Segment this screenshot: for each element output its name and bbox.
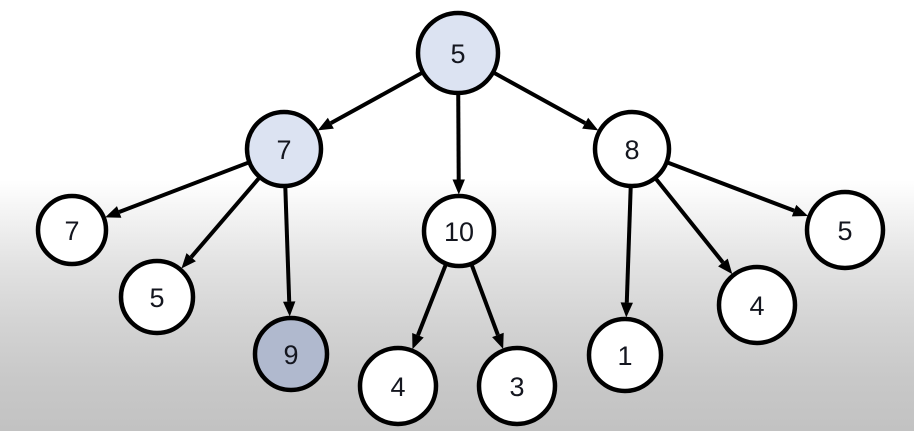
edge-line (329, 71, 424, 125)
node-circle[interactable] (35, 193, 109, 267)
tree-node[interactable]: 5 (804, 189, 886, 271)
tree-edge (666, 160, 809, 217)
node-circle[interactable] (592, 109, 672, 189)
tree-edge (469, 264, 504, 350)
node-circle[interactable] (357, 345, 439, 427)
node-circle[interactable] (804, 189, 886, 271)
tree-node[interactable]: 8 (592, 109, 672, 189)
tree-node[interactable]: 9 (252, 315, 330, 393)
node-circle[interactable] (716, 264, 798, 346)
node-circle[interactable] (252, 315, 330, 393)
tree-edge (105, 160, 250, 218)
tree-edge (620, 186, 633, 318)
node-circle[interactable] (118, 258, 196, 336)
node-circle[interactable] (244, 109, 324, 189)
arrow-head-icon (283, 301, 296, 317)
tree-edge (492, 71, 599, 131)
edge-line (283, 186, 292, 302)
arrow-head-icon (412, 333, 424, 350)
tree-node[interactable]: 4 (357, 345, 439, 427)
tree-node[interactable]: 10 (421, 193, 497, 269)
node-circle[interactable] (415, 10, 501, 96)
arrow-head-icon (718, 258, 733, 275)
tree-node[interactable]: 5 (415, 10, 501, 96)
tree-node[interactable]: 4 (716, 264, 798, 346)
edge-line (492, 71, 587, 125)
arrow-head-icon (181, 253, 196, 269)
arrow-head-icon (452, 179, 465, 195)
node-circle[interactable] (421, 193, 497, 269)
edge-line (469, 264, 500, 336)
tree-node[interactable]: 1 (586, 316, 664, 394)
arrow-head-icon (620, 302, 633, 318)
tree-edge (412, 263, 448, 350)
tree-edge (181, 176, 261, 269)
node-circle[interactable] (476, 345, 558, 427)
edge-line (624, 186, 633, 303)
arrow-head-icon (105, 206, 122, 218)
arrow-head-icon (582, 117, 599, 131)
edge-line (118, 160, 250, 214)
node-circle[interactable] (586, 316, 664, 394)
edge-line (189, 176, 261, 259)
tree-node[interactable]: 5 (118, 258, 196, 336)
arrow-head-icon (317, 117, 334, 131)
tree-edge (317, 71, 424, 131)
tree-node[interactable]: 7 (35, 193, 109, 267)
tree-edge (654, 177, 733, 275)
arrow-head-icon (791, 204, 809, 217)
edge-line (416, 263, 448, 337)
arrow-head-icon (492, 332, 504, 350)
tree-edge (452, 93, 465, 195)
tree-edge (283, 186, 296, 317)
tree-node[interactable]: 7 (244, 109, 324, 189)
edge-line (666, 160, 795, 213)
edges-layer (105, 71, 809, 350)
edge-line (654, 177, 725, 264)
tree-node[interactable]: 3 (476, 345, 558, 427)
